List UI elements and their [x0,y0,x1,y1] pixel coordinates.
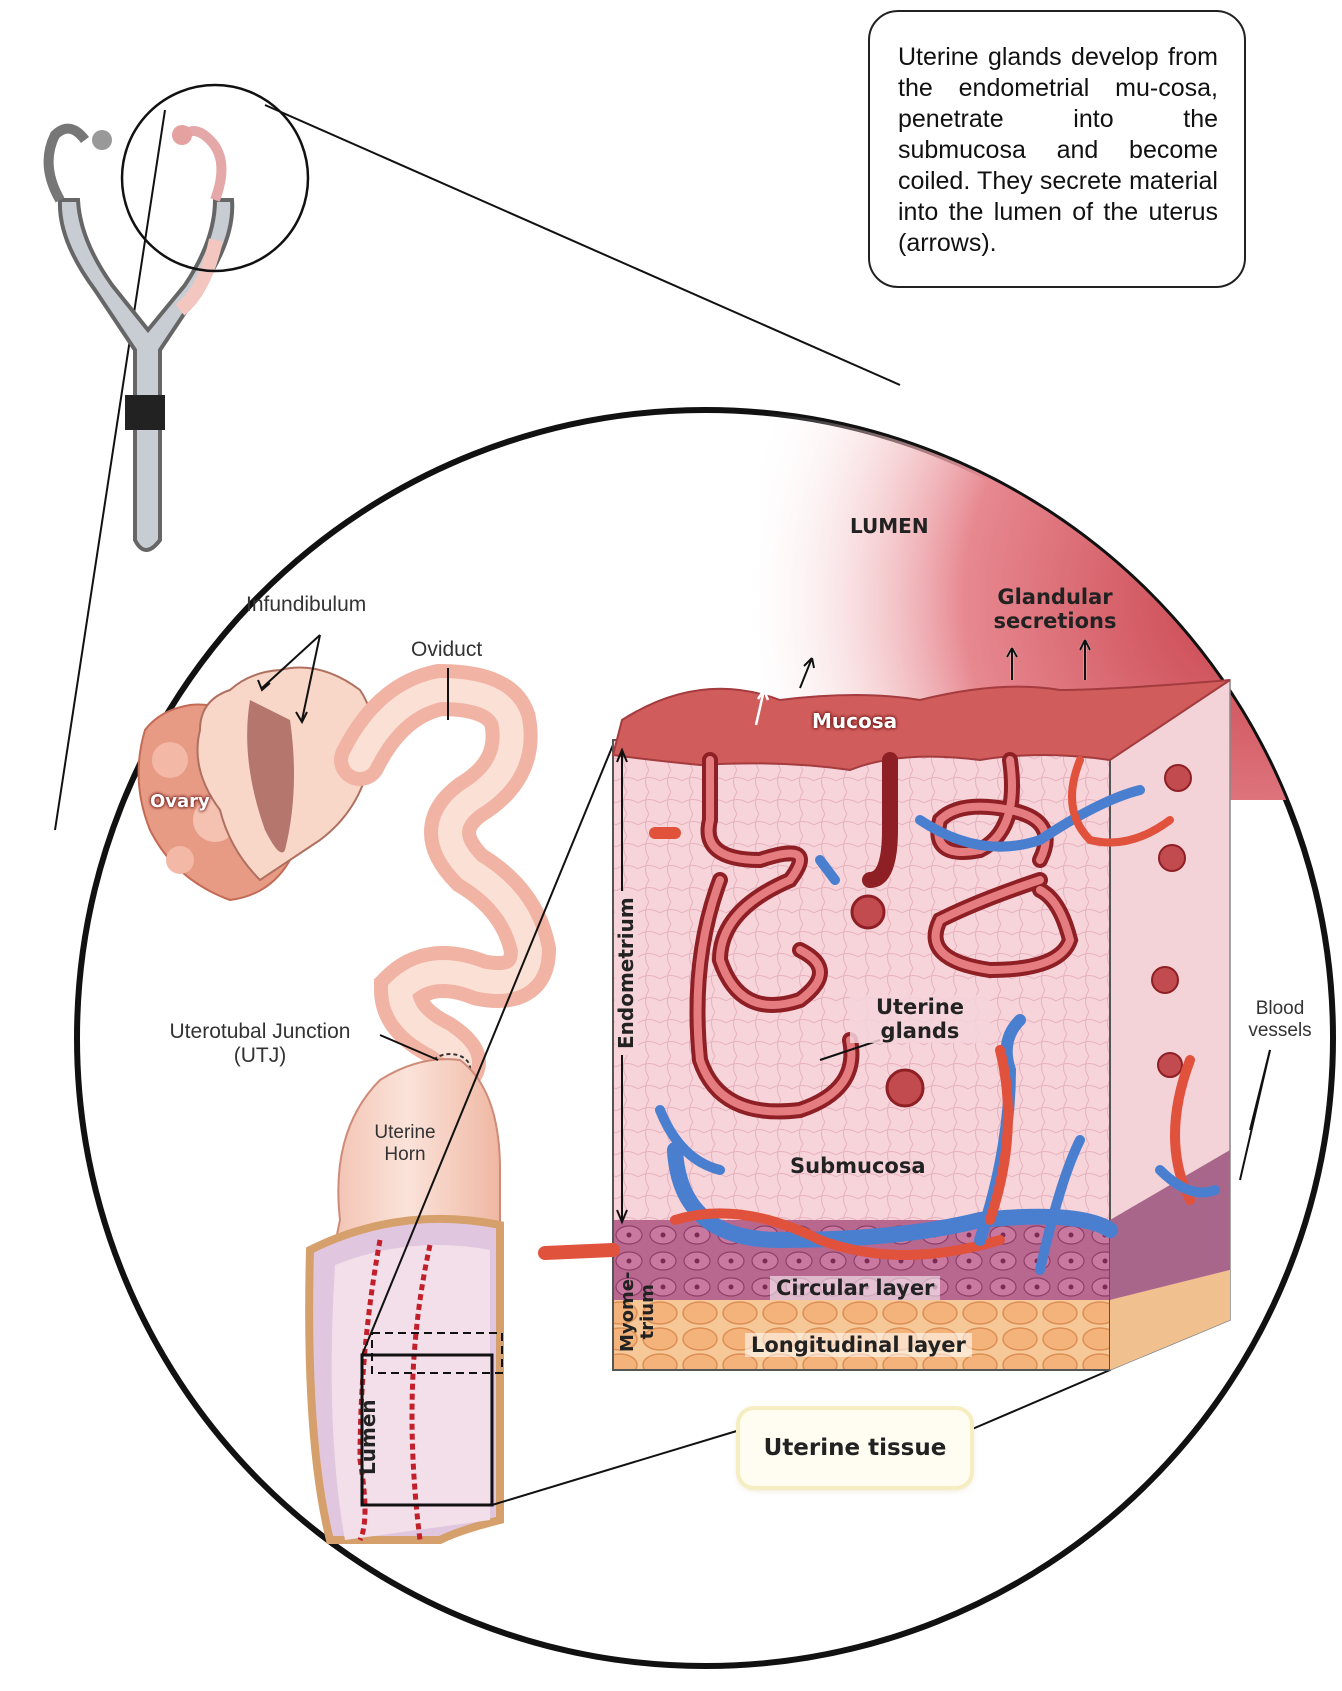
lumen-small-label: Lumen [356,1399,380,1475]
infundibulum-label: Infundibulum [246,593,367,616]
utj-line-1: Uterotubal Junction [169,1020,351,1043]
glandular-secretions-label: Glandular secretions [975,585,1135,633]
uterine-glands-label: Uterine glands [850,995,990,1044]
uterine-horn-label: Uterine Horn [355,1122,455,1166]
reproductive-tract-overview [43,123,235,552]
submucosa-label: Submucosa [790,1154,926,1178]
blood-vessels-label: Blood vessels [1230,998,1330,1042]
myometrium-line-2: trium [637,1284,658,1340]
uterine-glands-line-2: glands [880,1019,960,1044]
uterine-horn-line-1: Uterine [374,1122,436,1143]
blood-vessels-line-1: Blood [1255,998,1305,1019]
utj-line-2: (UTJ) [233,1044,287,1068]
glandular-secretions-line-1: Glandular [997,585,1113,609]
zoom-circle [120,83,310,273]
longitudinal-layer-label: Longitudinal layer [745,1333,972,1358]
myometrium-line-1: Myome- [617,1271,638,1352]
tissue-block [538,639,1231,1372]
ovary-label: Ovary [150,791,210,812]
mucosa-surface [611,679,1231,772]
uterine-tissue-label: Uterine tissue [740,1410,970,1486]
mucosa-label: Mucosa [812,709,898,733]
glandular-secretions-line-2: secretions [993,609,1117,634]
oviduct-label: Oviduct [411,638,483,661]
utj-label: Uterotubal Junction (UTJ) [140,1020,380,1068]
uterine-horn-line-2: Horn [384,1143,426,1165]
blood-vessels-line-2: vessels [1248,1019,1312,1041]
myometrium-label: Myome- trium [617,1271,658,1352]
endometrium-label: Endometrium [614,891,638,1055]
description-callout: Uterine glands develop from the endometr… [868,10,1246,288]
circular-layer-label: Circular layer [770,1276,941,1301]
uterine-glands-line-1: Uterine [875,995,965,1019]
lumen-top-label: LUMEN [850,514,929,538]
